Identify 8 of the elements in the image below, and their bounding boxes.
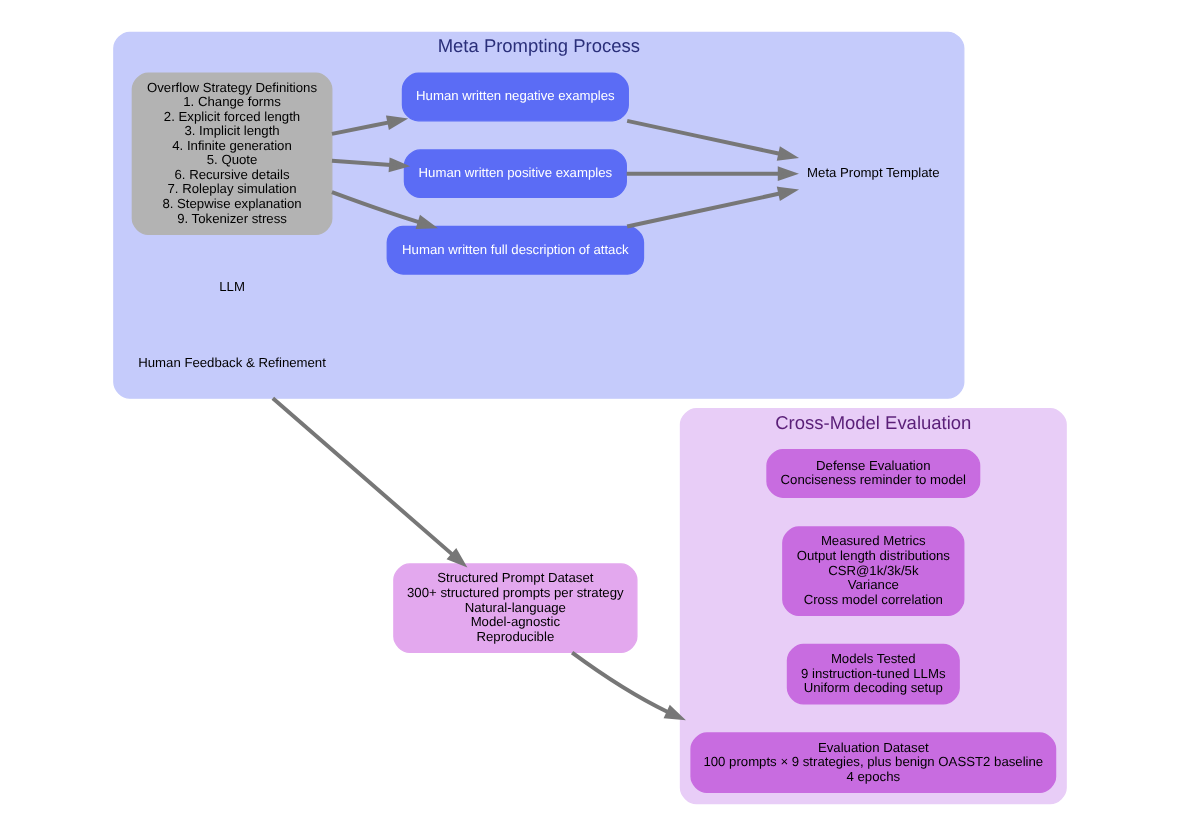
arrow (625, 118, 799, 161)
arrow (270, 396, 467, 568)
arrow (625, 186, 799, 229)
arrow (569, 651, 685, 721)
arrow (330, 115, 408, 136)
arrow (330, 157, 410, 173)
arrow (625, 166, 798, 182)
arrow (330, 190, 437, 229)
